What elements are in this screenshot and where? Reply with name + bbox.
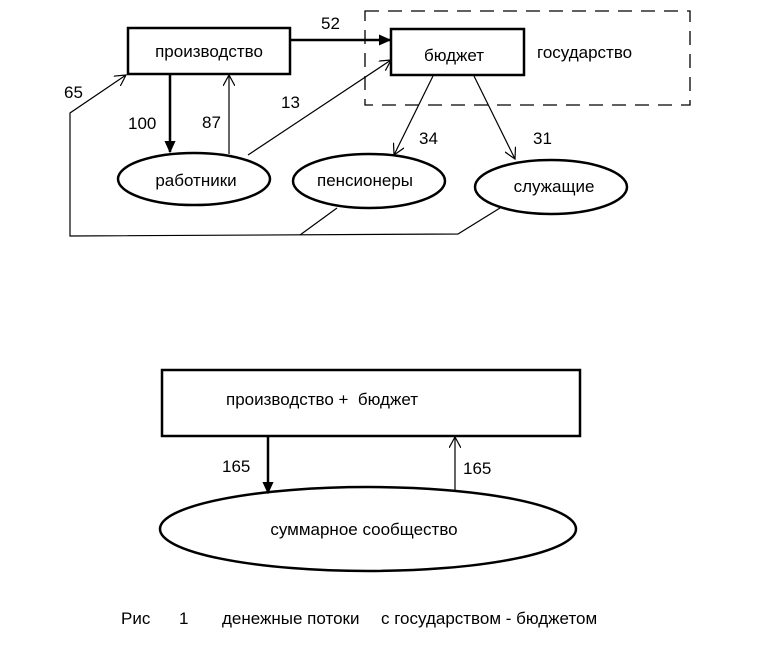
flow-down-165: 165 <box>222 457 250 476</box>
return-loop-line <box>69 75 501 237</box>
flow-34: 34 <box>419 129 438 148</box>
total-community-label: суммарное сообщество <box>270 520 457 539</box>
flow-65: 65 <box>64 83 83 102</box>
pensioners-ellipse <box>291 152 447 210</box>
combined-box <box>160 368 582 438</box>
flow-100: 100 <box>128 114 156 133</box>
flow-52: 52 <box>321 14 340 33</box>
figure-caption-suffix: с государством - бюджетом <box>381 609 597 628</box>
budget-box <box>389 27 526 77</box>
budget-label: бюджет <box>424 46 484 65</box>
workers-ellipse <box>116 151 272 207</box>
flow-87: 87 <box>202 113 221 132</box>
flow-13: 13 <box>281 93 300 112</box>
state-boundary <box>364 10 691 106</box>
flow-31: 31 <box>533 129 552 148</box>
figure-caption-prefix: Рис <box>121 609 151 628</box>
workers-label: работники <box>155 171 236 190</box>
pensioners-label: пенсионеры <box>317 171 413 190</box>
state-label: государство <box>537 43 632 62</box>
figure-caption-text: денежные потоки <box>222 609 359 628</box>
pensioners-to-loop-line <box>299 207 338 236</box>
flow-up-165: 165 <box>463 459 491 478</box>
employees-ellipse <box>473 158 629 216</box>
arrow-budget-to-pensioners <box>394 75 434 155</box>
figure-caption-number: 1 <box>179 609 188 628</box>
total-community-ellipse <box>158 485 578 573</box>
production-box <box>126 26 292 76</box>
arrow-workers-to-budget <box>247 60 391 156</box>
arrow-budget-to-employees <box>473 75 515 159</box>
production-label: производство <box>155 42 263 61</box>
employees-label: служащие <box>514 177 595 196</box>
combined-box-label: производство + бюджет <box>226 390 418 409</box>
